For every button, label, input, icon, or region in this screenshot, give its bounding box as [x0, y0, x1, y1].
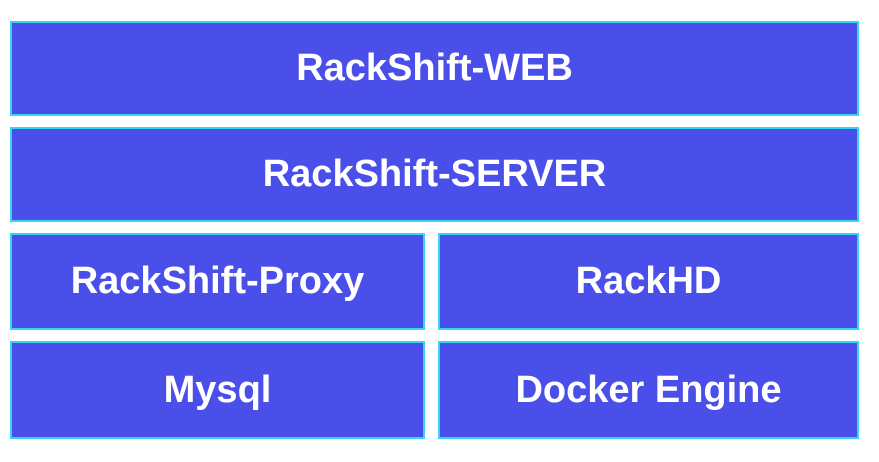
box-rackshift-proxy-label: RackShift-Proxy — [70, 260, 365, 302]
box-rackhd-label: RackHD — [575, 260, 722, 302]
box-rackshift-web-label: RackShift-WEB — [296, 47, 573, 89]
box-docker-engine-label: Docker Engine — [515, 368, 782, 411]
box-docker-engine: Docker Engine — [438, 341, 859, 439]
box-rackshift-server: RackShift-SERVER — [10, 127, 859, 222]
box-rackshift-web: RackShift-WEB — [10, 21, 859, 116]
stack-grid: RackShift-WEB RackShift-SERVER RackShift… — [10, 21, 859, 439]
box-rackshift-proxy: RackShift-Proxy — [10, 233, 425, 330]
box-rackshift-server-label: RackShift-SERVER — [262, 153, 607, 195]
box-mysql-label: Mysql — [163, 368, 272, 411]
box-rackhd: RackHD — [438, 233, 859, 330]
box-mysql: Mysql — [10, 341, 425, 439]
